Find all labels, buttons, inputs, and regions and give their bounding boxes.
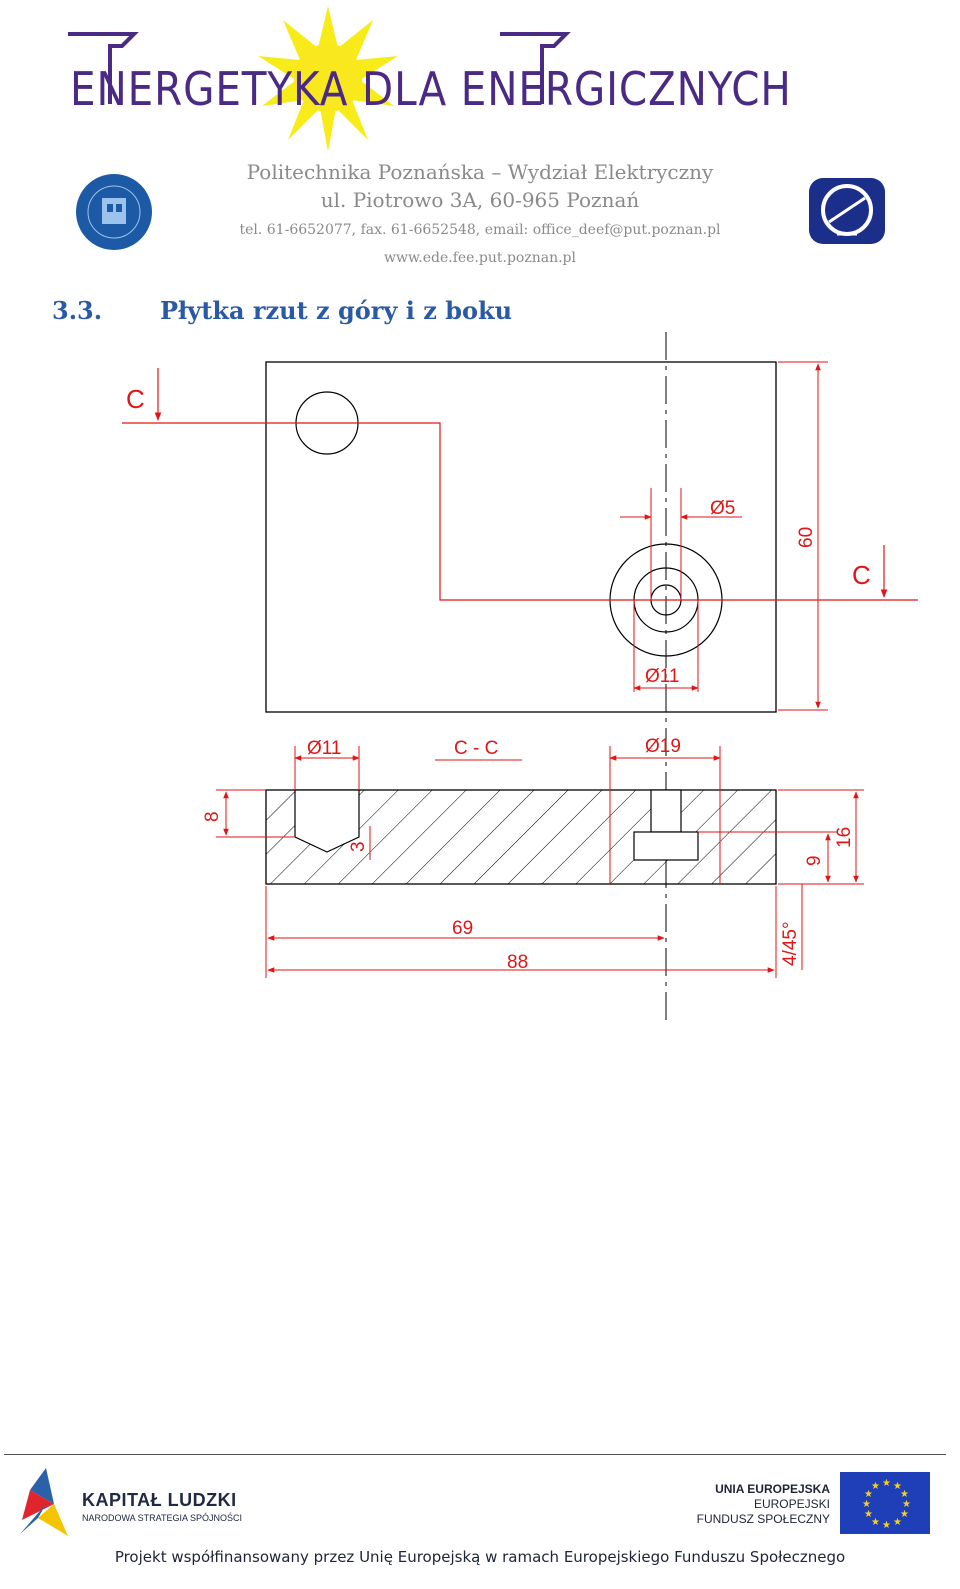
dim-d11-top: Ø11 <box>645 666 680 687</box>
dim-chamfer: 4/45° <box>780 921 801 966</box>
section-view <box>216 746 864 978</box>
dim-88: 88 <box>507 952 528 973</box>
dim-d11-side: Ø11 <box>307 738 342 759</box>
kapital-ludzki-title: KAPITAŁ LUDZKI <box>82 1490 237 1510</box>
section-title: Płytka rzut z góry i z boku <box>160 296 513 325</box>
institution-website: www.ede.fee.put.poznan.pl <box>383 250 576 266</box>
footer-divider <box>4 1454 946 1455</box>
svg-text:★: ★ <box>902 1499 911 1510</box>
svg-text:★: ★ <box>882 1478 891 1489</box>
dim-8: 8 <box>202 811 223 822</box>
institution-address: ul. Piotrowo 3A, 60-965 Poznań <box>320 188 640 212</box>
sun-logo-graphic <box>68 6 571 150</box>
kapital-ludzki-text: KAPITAŁ LUDZKI NARODOWA STRATEGIA SPÓJNO… <box>82 1490 242 1523</box>
faculty-seal-icon <box>809 178 885 244</box>
logo-title: ENERGETYKA DLA ENERGICZNYCH <box>70 62 792 116</box>
kapital-ludzki-subtitle: NARODOWA STRATEGIA SPÓJNOŚCI <box>82 1513 243 1523</box>
svg-text:★: ★ <box>871 1517 880 1528</box>
dim-69: 69 <box>452 918 473 939</box>
dim-d19: Ø19 <box>645 736 681 757</box>
svg-text:★: ★ <box>900 1489 909 1500</box>
svg-text:★: ★ <box>893 1517 902 1528</box>
institution-contact: tel. 61-6652077, fax. 61-6652548, email:… <box>239 222 721 238</box>
svg-text:★: ★ <box>900 1509 909 1520</box>
top-view <box>122 332 918 1022</box>
dim-9: 9 <box>804 855 825 866</box>
section-label: C - C <box>454 738 498 759</box>
svg-text:★: ★ <box>862 1499 871 1510</box>
institution-name: Politechnika Poznańska – Wydział Elektry… <box>246 160 714 184</box>
svg-text:★: ★ <box>893 1481 902 1492</box>
technical-drawing: C C Ø5 Ø11 60 C - C Ø11 Ø19 8 3 9 16 4/4… <box>122 332 918 1022</box>
svg-text:★: ★ <box>864 1489 873 1500</box>
header-banner: ENERGETYKA DLA ENERGICZNYCH <box>0 0 960 150</box>
footer-note: Projekt współfinansowany przez Unię Euro… <box>114 1548 846 1566</box>
svg-text:★: ★ <box>871 1481 880 1492</box>
dim-d5: Ø5 <box>710 498 735 519</box>
dim-16: 16 <box>834 827 855 848</box>
dim-3: 3 <box>348 841 369 852</box>
section-mark-left: C <box>126 384 145 414</box>
svg-text:★: ★ <box>864 1509 873 1520</box>
eu-line-3: FUNDUSZ SPOŁECZNY <box>696 1512 830 1526</box>
eu-fund-text: UNIA EUROPEJSKA EUROPEJSKI FUNDUSZ SPOŁE… <box>697 1482 830 1527</box>
section-mark-right: C <box>852 560 871 590</box>
svg-text:★: ★ <box>882 1520 891 1531</box>
dim-60: 60 <box>796 527 817 548</box>
section-number: 3.3. <box>52 296 103 325</box>
eu-line-1: UNIA EUROPEJSKA <box>715 1482 830 1496</box>
university-seal-icon <box>76 174 152 250</box>
kapital-ludzki-logo-icon <box>20 1468 68 1536</box>
eu-flag-icon: ★★★ ★★★ ★★★ ★★★ <box>840 1472 930 1534</box>
eu-line-2: EUROPEJSKI <box>753 1497 830 1511</box>
